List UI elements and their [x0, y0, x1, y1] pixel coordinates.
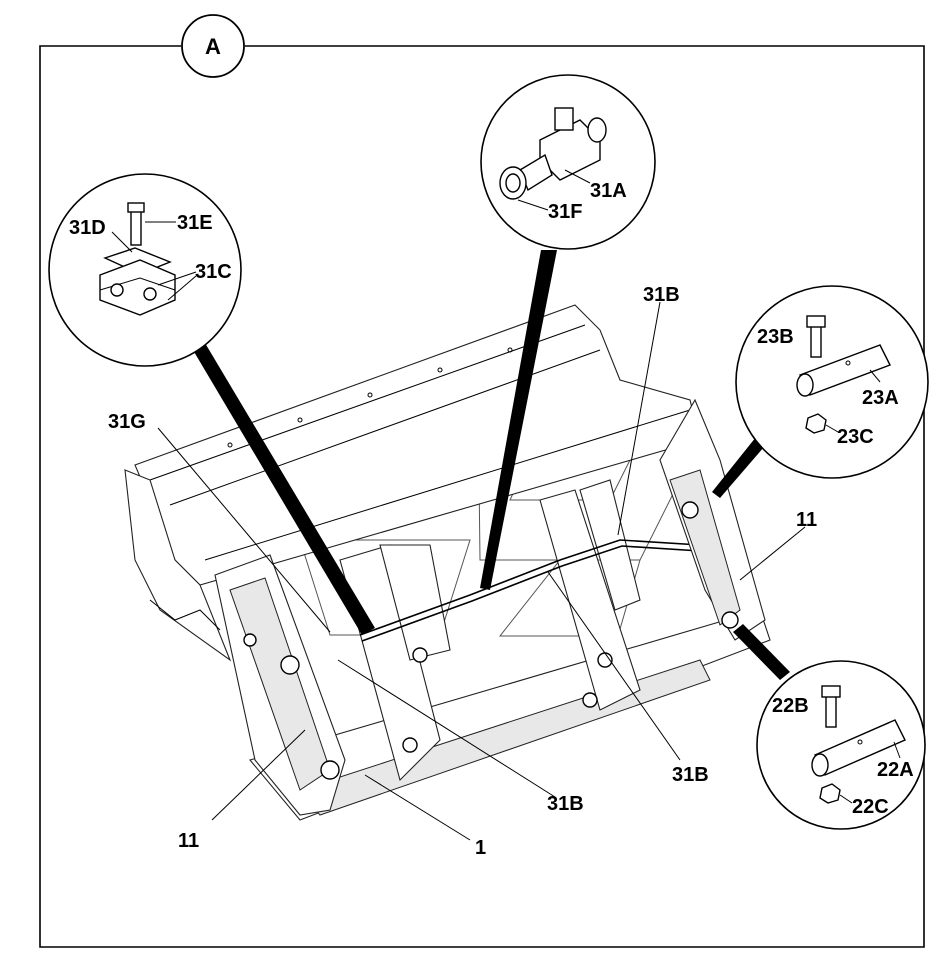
- view-badge: A: [181, 14, 245, 78]
- detail-tee-fitting: 31A 31F: [480, 74, 656, 590]
- label-1: 1: [475, 837, 486, 859]
- label-31D: 31D: [69, 217, 106, 239]
- clamp-31C-icon: [99, 259, 176, 316]
- detail-pin-23: 23B 23A 23C: [712, 285, 929, 498]
- label-31B-top: 31B: [643, 284, 680, 306]
- detail-pin-22: 22B 22A 22C: [733, 624, 926, 830]
- label-31B-bottom: 31B: [547, 793, 584, 815]
- leader-lines: [157, 301, 806, 841]
- label-23B: 23B: [757, 326, 794, 348]
- label-22A: 22A: [877, 759, 914, 781]
- view-badge-text: A: [205, 34, 221, 59]
- bolt-22B-icon: [825, 694, 837, 728]
- label-31A: 31A: [590, 180, 627, 202]
- label-31G: 31G: [108, 411, 146, 433]
- label-23A: 23A: [862, 387, 899, 409]
- bolt-31E-icon: [130, 209, 142, 246]
- label-22B: 22B: [772, 695, 809, 717]
- nut-22C-icon: [819, 783, 841, 804]
- main-labels: 31B 31G 11 31B 31B 11 1: [108, 284, 817, 859]
- label-23C: 23C: [837, 426, 874, 448]
- label-11-left: 11: [178, 830, 199, 852]
- bolt-23B-icon: [810, 324, 822, 358]
- label-22C: 22C: [852, 796, 889, 818]
- label-31F: 31F: [548, 201, 582, 223]
- bucket-assembly: [124, 304, 771, 821]
- view-frame: [39, 45, 925, 948]
- label-31C: 31C: [195, 261, 232, 283]
- label-11-right: 11: [796, 509, 817, 531]
- detail-clamp: 31D 31E 31C: [48, 173, 375, 635]
- label-31E: 31E: [177, 212, 213, 234]
- nut-23C-icon: [805, 413, 827, 434]
- label-31B-mid: 31B: [672, 764, 709, 786]
